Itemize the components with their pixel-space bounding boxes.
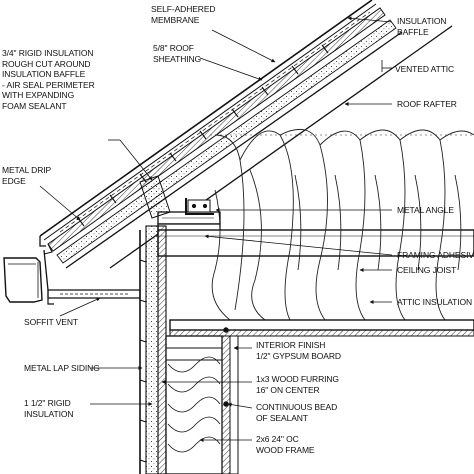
- label-rigid-insulation-wall: 1 1/2" RIGID INSULATION: [24, 398, 74, 419]
- label-metal-angle: METAL ANGLE: [397, 205, 455, 215]
- label-framing-adhesive: FRAMING ADHESIVE: [397, 250, 474, 260]
- label-attic-insulation: ATTIC INSULATION: [397, 297, 473, 307]
- roof-assembly: [39, 0, 453, 269]
- label-rigid-insulation-note: 3/4" RIGID INSULATION ROUGH CUT AROUND I…: [2, 48, 95, 111]
- label-self-adhered-membrane: SELF-ADHERED MEMBRANE: [151, 4, 216, 25]
- wall-assembly: [139, 225, 239, 474]
- label-ceiling-joist: CEILING JOIST: [397, 265, 457, 275]
- label-metal-drip-edge: METAL DRIP EDGE: [2, 165, 52, 186]
- label-roof-sheathing: 5/8" ROOF SHEATHING: [153, 43, 202, 64]
- label-continuous-bead: CONTINUOUS BEAD OF SEALANT: [256, 402, 338, 423]
- label-vented-attic: VENTED ATTIC: [395, 64, 455, 74]
- attic-insulation: [210, 128, 474, 321]
- label-roof-rafter: ROOF RAFTER: [397, 99, 457, 109]
- soffit: [43, 249, 141, 305]
- label-soffit-vent: SOFFIT VENT: [24, 317, 78, 327]
- label-insulation-baffle: INSULATION BAFFLE: [397, 16, 447, 37]
- label-metal-lap-siding: METAL LAP SIDING: [24, 363, 100, 373]
- ceiling-joist: [157, 229, 474, 257]
- label-wood-furring: 1x3 WOOD FURRING 16" ON CENTER: [256, 374, 339, 395]
- ceiling-finish: [169, 319, 474, 337]
- label-wood-frame: 2x6 24" OC WOOD FRAME: [256, 434, 315, 455]
- label-interior-finish: INTERIOR FINISH 1/2" GYPSUM BOARD: [256, 340, 341, 361]
- gutter: [3, 257, 43, 303]
- leader-lines: [39, 16, 393, 442]
